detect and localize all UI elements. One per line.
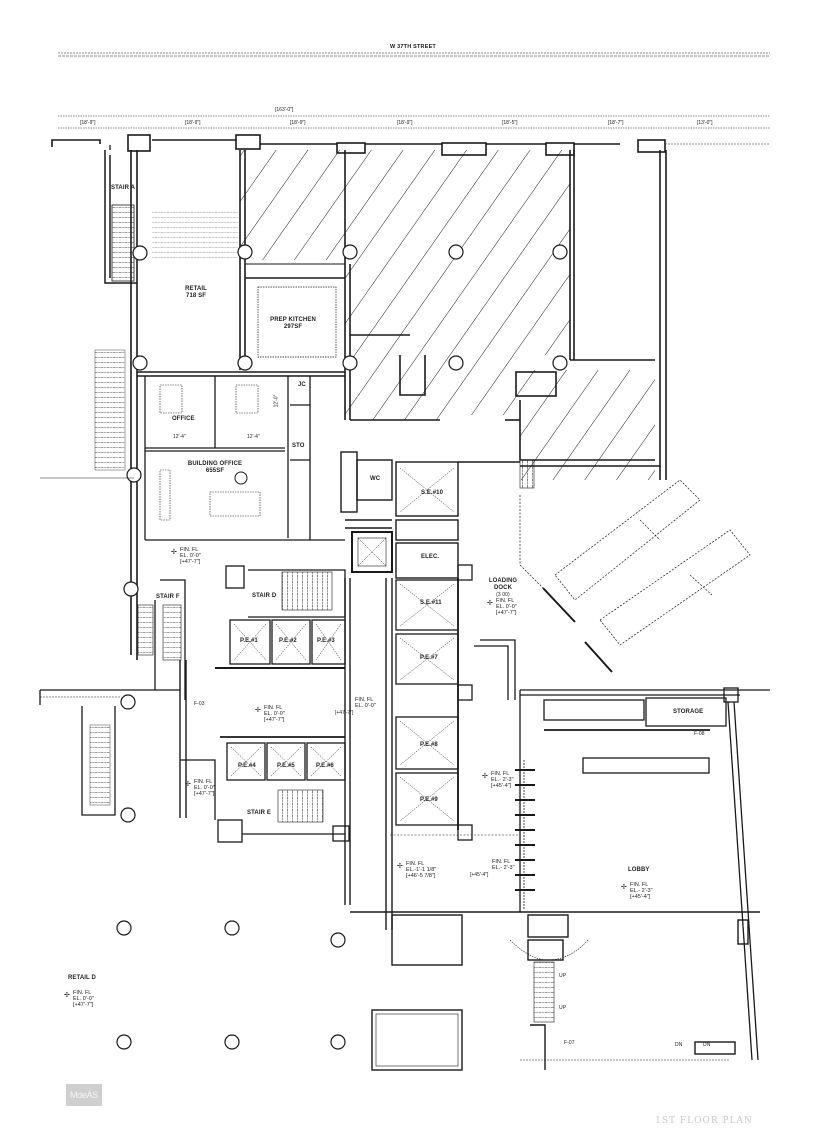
room-label-elec: ELEC. (421, 554, 440, 560)
firm-logo: MdeAS (66, 1084, 102, 1106)
room-label-stair-a: STAIR A (111, 185, 136, 191)
stair-d (225, 565, 346, 618)
north-facade (51, 134, 770, 156)
room-label-sto: STO (292, 443, 305, 449)
elevation-value: [+47'-7"] (335, 710, 354, 716)
dimension-lines (58, 115, 770, 129)
elevator-lobby-walls (179, 578, 393, 930)
elevation-marker-icon: ✢ (482, 773, 488, 780)
street-line (58, 52, 770, 57)
elevation-value: [+45'-4"] (470, 872, 489, 878)
room-label-retail-d: RETAIL D (68, 975, 96, 981)
elevation-marker-icon: ✢ (64, 992, 70, 999)
room-label-stair-f: STAIR F (156, 594, 180, 600)
elevator-label-pe7: P.E.#7 (420, 655, 438, 661)
room-label-loading-dock: LOADING (488, 578, 518, 584)
loading-dock-walls (474, 459, 535, 700)
bay-dimension: [18'-9"] (185, 120, 201, 126)
freight-elevator-stack (390, 564, 520, 841)
room-area-building-office: 655SF (205, 468, 225, 474)
bay-dimension: [18'-9"] (290, 120, 306, 126)
elevation-marker-icon: ✢ (171, 549, 177, 556)
room-label-storage: STORAGE (673, 709, 704, 715)
bay-dimension: [13'-0"] (697, 120, 713, 126)
elevation-marker-icon: ✢ (487, 600, 493, 607)
room-label-lobby: LOBBY (628, 867, 650, 873)
elevation-marker-icon: ✢ (397, 863, 403, 870)
stair-up-label: UP (559, 1005, 567, 1011)
passenger-elevators-south (220, 736, 346, 781)
elevation-marker-icon: ✢ (185, 781, 191, 788)
loading-dock (519, 479, 751, 646)
ramp-rails (515, 760, 535, 910)
office-walls (144, 376, 345, 541)
room-label-prep-kitchen: PREP KITCHEN (270, 317, 316, 323)
office-furniture (159, 384, 261, 521)
office-dimension: 12'-4" (247, 434, 260, 440)
bay-dimension: [18'-9"] (80, 120, 96, 126)
office-dimension-vertical: 12'-0" (273, 394, 280, 408)
room-label-f03: F-03 (194, 701, 205, 707)
structural-columns (116, 244, 568, 1050)
elevator-label-pe8: P.E.#8 (420, 742, 438, 748)
room-label-f08: F-08 (694, 731, 705, 737)
street-name: W 37TH STREET (390, 44, 436, 50)
room-area-prep-kitchen: 297SF (283, 324, 303, 330)
room-label-wc: WC (370, 476, 381, 482)
stair-up-label: UP (559, 973, 567, 979)
room-label-stair-e: STAIR E (247, 810, 271, 816)
elevator-label-pe4: P.E.#4 (238, 763, 256, 769)
room-label-stair-d: STAIR D (252, 593, 277, 599)
stair-down-label: DN (703, 1042, 711, 1048)
elevator-label-pe3: P.E.#3 (317, 638, 335, 644)
elevator-label-pe2: P.E.#2 (279, 638, 297, 644)
room-label-f07: F-07 (564, 1040, 575, 1046)
stair-e (180, 759, 350, 843)
elevator-label-pe5: P.E.#5 (277, 763, 295, 769)
passenger-elevators-north (215, 619, 346, 669)
stair-down-label: DN (675, 1042, 683, 1048)
elevator-label-pe6: P.E.#6 (316, 763, 334, 769)
overall-dimension: [163'-0"] (275, 107, 294, 113)
room-label-office: OFFICE (172, 416, 195, 422)
dock-bumpers (542, 587, 613, 673)
lobby-south-wall (350, 911, 760, 1061)
stair-a (104, 150, 137, 284)
bay-dimension: [18'-7"] (608, 120, 624, 126)
west-exterior (39, 349, 180, 816)
elevation-marker-icon: ✢ (621, 884, 627, 891)
room-label-loading-dock-2: DOCK (493, 585, 513, 591)
stair-f (137, 579, 186, 700)
room-label-loading-dock-sub: (3 00) (496, 592, 510, 598)
elevator-label-se10: S.E.#10 (421, 490, 444, 496)
elevator-label-pe1: P.E.#1 (240, 638, 258, 644)
elevation-marker-icon: ✢ (255, 707, 261, 714)
office-dimension: 12'-4" (173, 434, 186, 440)
south-structures (371, 1009, 736, 1071)
bay-dimension: [18'-5"] (502, 120, 518, 126)
retail-walls (130, 150, 351, 660)
sheet-title: 1ST FLOOR PLAN (655, 1116, 753, 1126)
bay-dimension: [18'-9"] (397, 120, 413, 126)
core-walls (340, 451, 520, 579)
elevator-label-se11: S.E.#11 (420, 600, 442, 606)
room-label-building-office: BUILDING OFFICE (187, 461, 243, 467)
hatched-area (240, 150, 655, 480)
storage-area (519, 687, 770, 1061)
elevator-label-pe9: P.E.#9 (420, 797, 438, 803)
room-label-retail: RETAIL (185, 286, 207, 292)
room-label-jc: JC (298, 382, 306, 388)
room-area-retail: 718 SF (186, 293, 206, 299)
